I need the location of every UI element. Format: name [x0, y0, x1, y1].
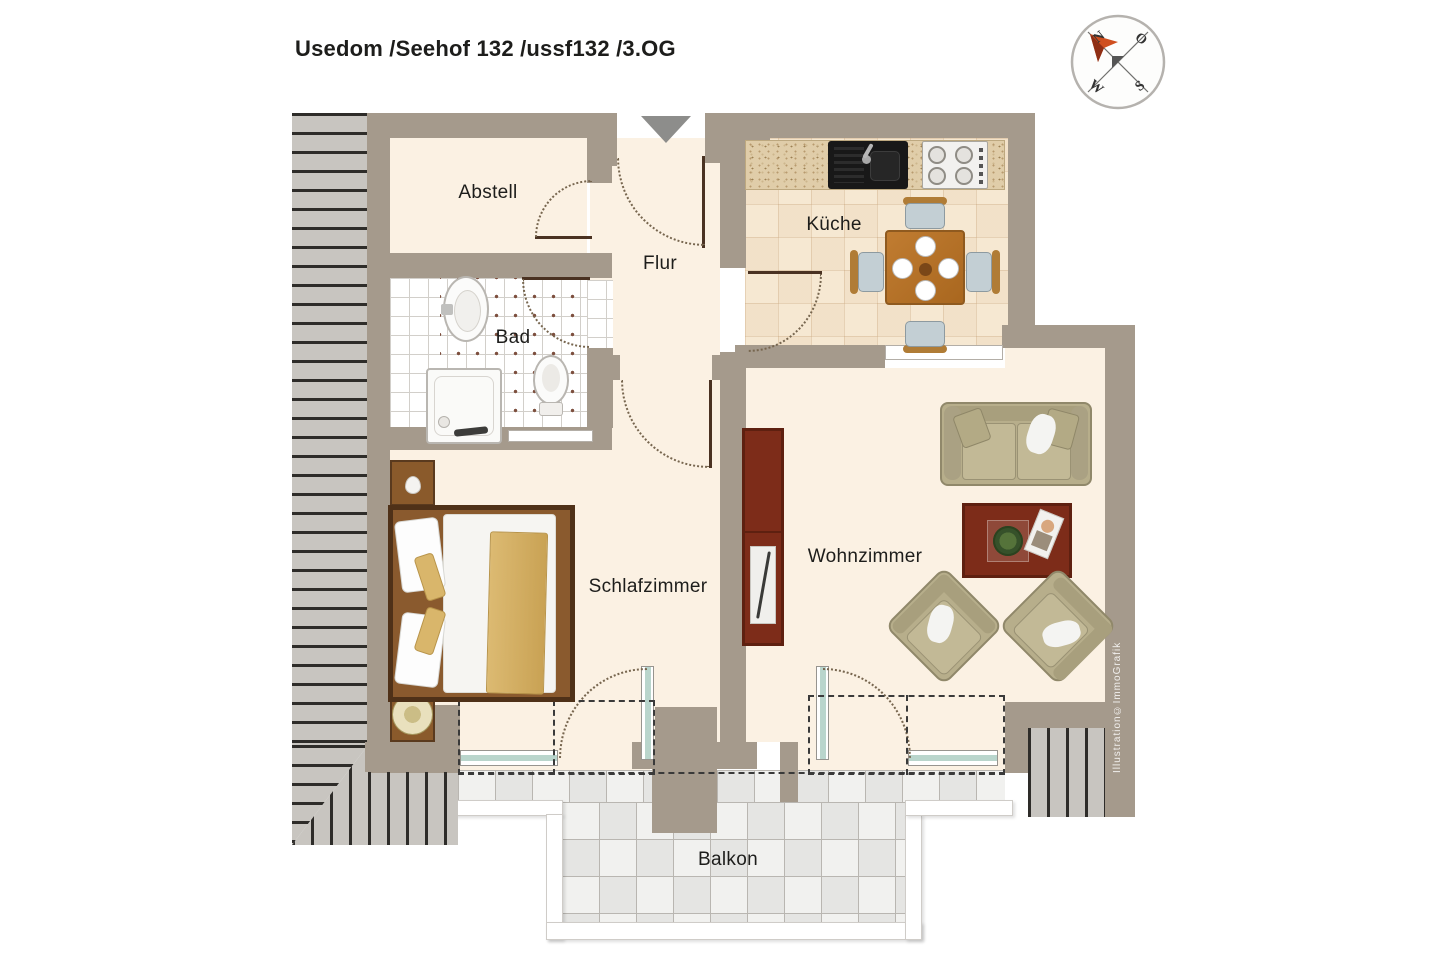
plate — [915, 280, 936, 301]
bad-door-leaf — [522, 277, 590, 280]
nightstand — [390, 460, 435, 506]
room-label-abstell: Abstell — [458, 182, 518, 203]
nightstand-lamp — [405, 476, 421, 494]
room-label-kueche: Küche — [806, 214, 862, 235]
page-title: Usedom /Seehof 132 /ussf132 /3.OG — [295, 36, 676, 61]
dining-chair — [858, 252, 884, 292]
room-wohnzimmer-floor — [1005, 348, 1105, 368]
room-label-balkon: Balkon — [698, 849, 758, 870]
abstell-door-leaf — [535, 236, 592, 239]
balcony-parapet — [546, 922, 922, 940]
wall — [590, 138, 617, 166]
dining-chair — [966, 252, 992, 292]
sink-bowl — [870, 151, 900, 181]
wall — [652, 769, 717, 833]
wall — [735, 345, 885, 368]
watermark: Illustration©ImmoGrafik — [1112, 641, 1123, 773]
room-label-flur: Flur — [643, 253, 677, 274]
plant — [993, 526, 1023, 556]
compass-rose-icon: N O S W — [1070, 14, 1166, 110]
chair-back — [903, 197, 947, 205]
roof-slope-divider — [906, 695, 908, 775]
room-label-wohnzimmer: Wohnzimmer — [807, 546, 923, 567]
bed — [388, 505, 575, 702]
balcony-parapet — [905, 800, 1013, 816]
room-label-schlafzimmer: Schlafzimmer — [588, 576, 708, 597]
balkon-floor — [562, 802, 905, 923]
kueche-door-leaf — [748, 271, 822, 274]
shower-drain — [438, 416, 450, 428]
burner — [955, 146, 973, 164]
wall — [367, 253, 612, 278]
chair-back — [850, 250, 858, 294]
photo-body — [1030, 530, 1053, 552]
burner — [928, 167, 946, 185]
photo-frame — [1023, 508, 1065, 560]
entrance-arrow-icon — [641, 116, 691, 143]
kitchen-sink — [828, 141, 908, 189]
roof-hatch-west — [292, 113, 367, 745]
wall — [720, 352, 746, 742]
compass-center-star — [1112, 56, 1124, 68]
toilet — [533, 355, 569, 405]
roof-slope-zone — [458, 700, 655, 775]
wohnzimmer-window — [908, 750, 998, 766]
kitchen-stove — [922, 141, 988, 189]
chair-back — [992, 250, 1000, 294]
bed-blanket — [485, 531, 549, 695]
dining-chair — [905, 203, 945, 229]
dining-chair — [905, 321, 945, 347]
wall — [1105, 325, 1135, 817]
sink-drainboard — [834, 147, 864, 183]
burner — [928, 146, 946, 164]
wall — [1005, 728, 1028, 773]
decor-feather — [756, 551, 771, 619]
shower-tray — [426, 368, 502, 444]
balkon-floor — [458, 770, 1005, 802]
sink-faucet — [441, 304, 453, 315]
roof-hatch-southeast — [1028, 726, 1108, 817]
burner — [955, 167, 973, 185]
wall — [1008, 113, 1035, 325]
schlafzimmer-window — [460, 750, 558, 766]
bad-wall-niche — [508, 430, 593, 442]
toilet-bowl — [542, 364, 560, 392]
dining-table — [885, 230, 965, 305]
room-label-bad: Bad — [495, 327, 531, 348]
wall-unit-panel — [750, 546, 776, 624]
sink-basin — [454, 290, 481, 332]
bathroom-sink — [441, 276, 489, 342]
plate — [915, 236, 936, 257]
balcony-parapet — [905, 814, 922, 940]
wall — [1005, 702, 1135, 728]
wall — [365, 742, 460, 772]
toilet-base — [539, 402, 563, 416]
schlafzimmer-door-leaf — [709, 380, 712, 468]
wall — [655, 707, 717, 744]
table-decor — [919, 263, 932, 276]
bad-doorway-floor — [587, 280, 613, 348]
schlafzimmer-doorway-floor — [620, 355, 712, 380]
roof-slope-dashed-line — [458, 772, 1005, 774]
sofa — [940, 402, 1092, 486]
wall — [587, 355, 620, 380]
wall-unit-shelf — [745, 531, 781, 533]
plate — [892, 258, 913, 279]
plate — [938, 258, 959, 279]
wall — [1002, 325, 1135, 348]
wall — [367, 113, 617, 138]
roof-slope-divider — [553, 700, 555, 775]
chair-back — [903, 345, 947, 353]
sink-faucet — [862, 155, 871, 164]
coffee-table — [962, 503, 1072, 578]
stove-knobs — [979, 148, 983, 184]
wall-unit — [742, 428, 784, 646]
